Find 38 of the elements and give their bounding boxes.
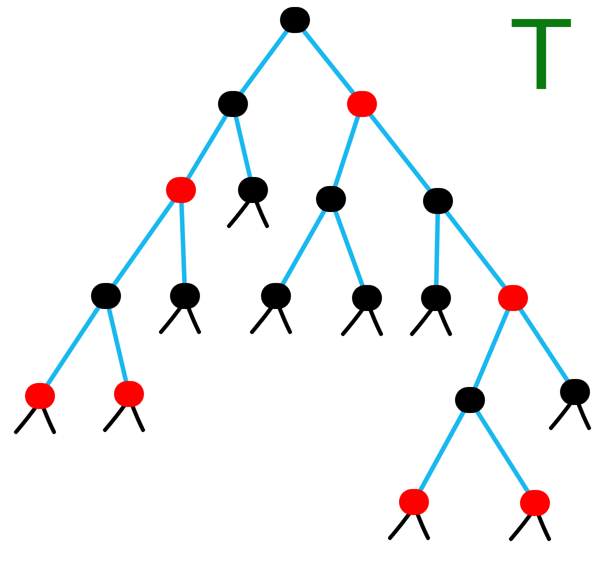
tree-edge [45, 305, 101, 387]
tree-edge [474, 409, 530, 494]
tree-node [423, 188, 453, 214]
tree-node [91, 283, 121, 309]
tree-edge [434, 212, 440, 288]
tree-edge [106, 306, 128, 384]
tree-node [347, 91, 377, 117]
tree-edge [444, 210, 507, 290]
tree-node [170, 283, 200, 309]
tree-edge [301, 28, 356, 96]
tree-edge [234, 114, 252, 180]
tree-node [261, 283, 291, 309]
tree-edge [518, 307, 570, 383]
tree-edge [333, 209, 365, 288]
tree-node [455, 387, 485, 413]
tree-node [560, 379, 590, 405]
tree-node [218, 91, 248, 117]
tree-node [25, 383, 55, 409]
tree-node [421, 285, 451, 311]
tree-node [399, 489, 429, 515]
tree-edge [186, 113, 228, 181]
tree-edge [179, 200, 187, 286]
tree-edge [332, 114, 360, 189]
tree-edge [112, 198, 176, 288]
tree-node [498, 285, 528, 311]
tree-node [238, 177, 268, 203]
tree-name: T [512, 8, 571, 104]
tree-edge [368, 112, 432, 192]
tree-node [352, 285, 382, 311]
tree-edge [472, 308, 510, 390]
tree-node [114, 381, 144, 407]
tree-edge [238, 28, 290, 96]
tree-edge [418, 410, 466, 492]
tree-node [280, 7, 310, 33]
tree-node [316, 186, 346, 212]
tree-edge [280, 208, 327, 287]
tree-node [166, 177, 196, 203]
tree-node [520, 490, 550, 516]
